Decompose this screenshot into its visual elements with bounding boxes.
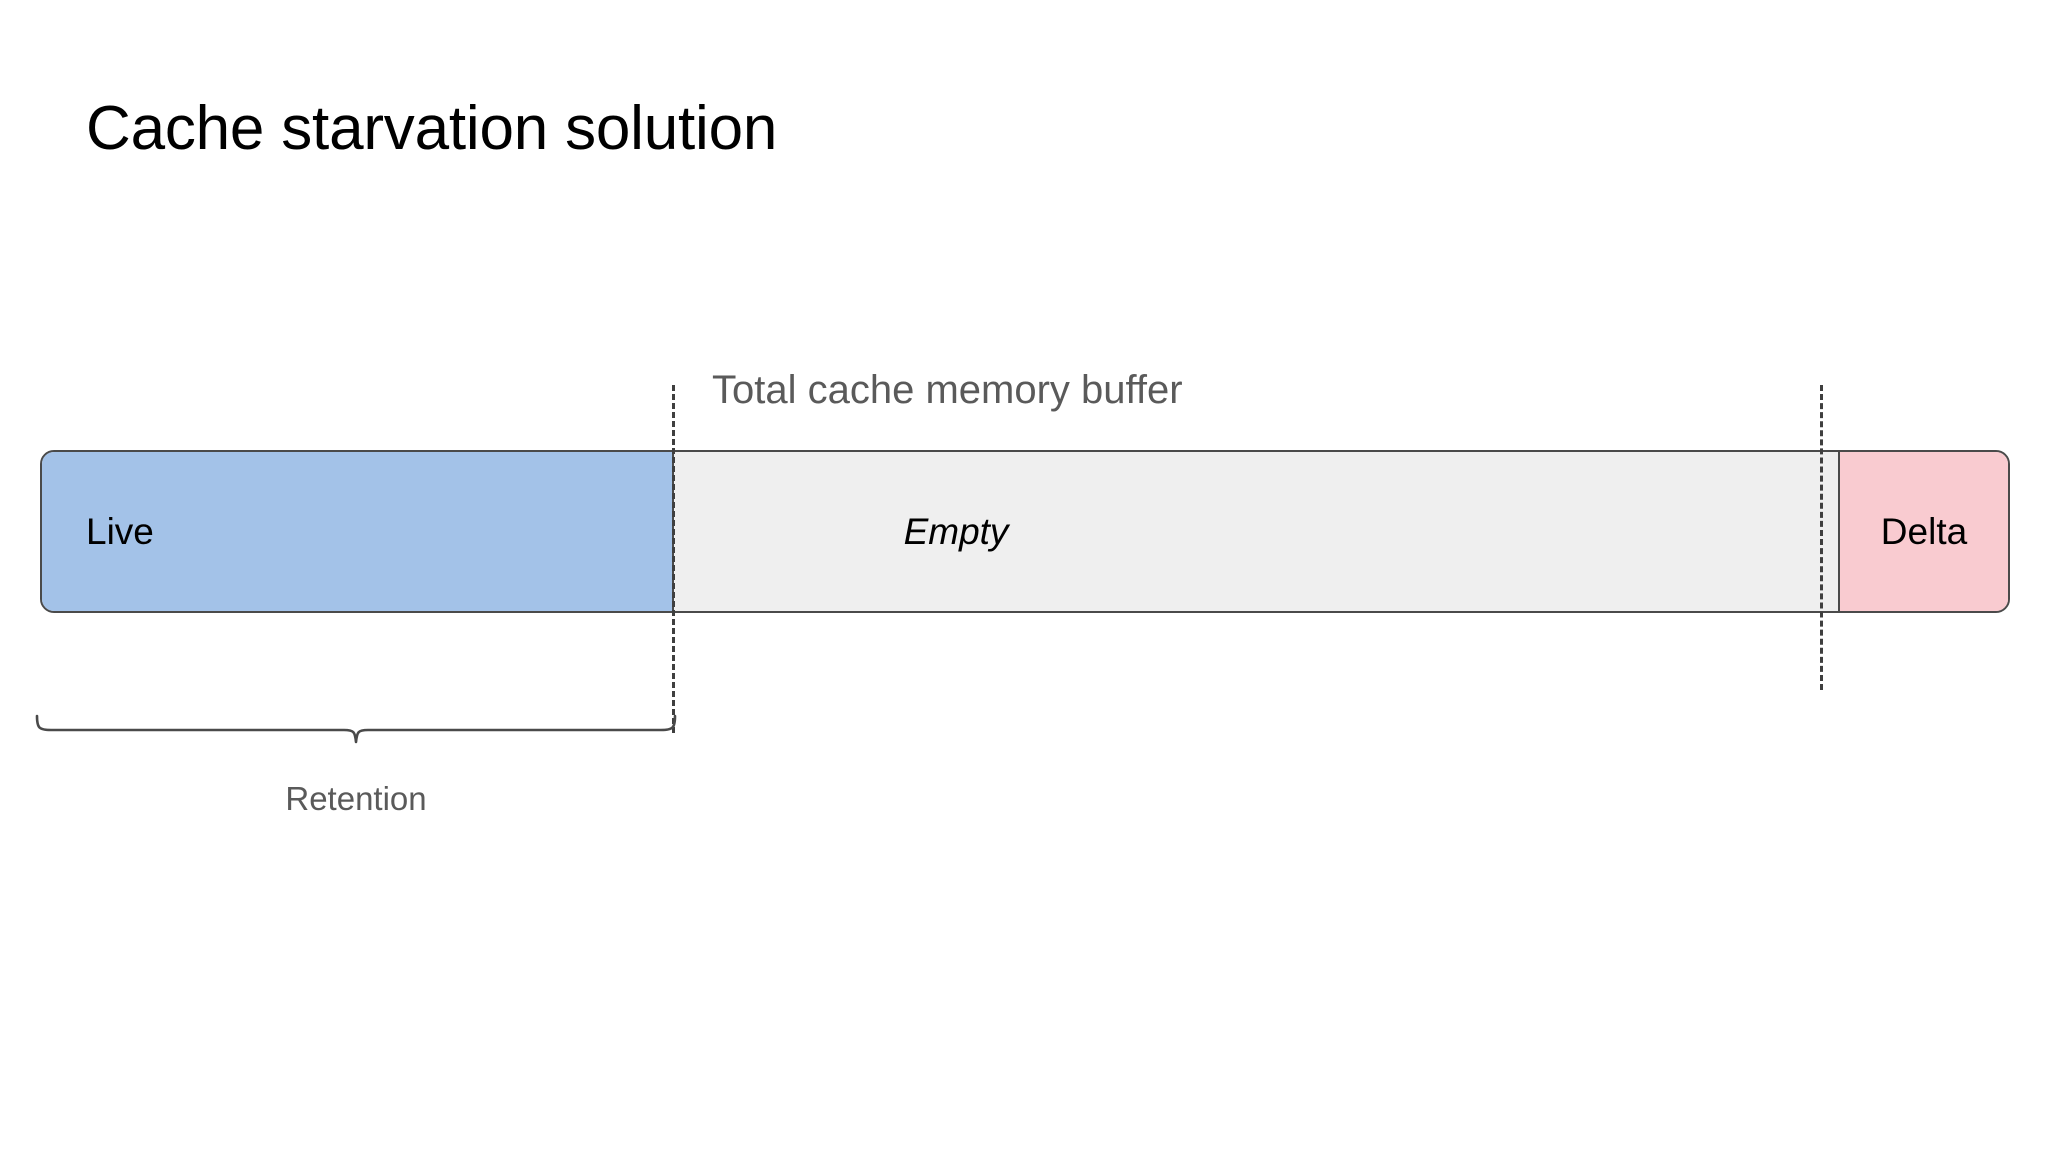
brace-shape-icon <box>35 714 677 744</box>
retention-brace-icon <box>26 712 686 758</box>
segment-delta: Delta <box>1840 452 2008 611</box>
buffer-caption-label: Total cache memory buffer <box>712 368 1183 412</box>
guide-line-left-dashed <box>672 385 675 733</box>
segment-empty-label: Empty <box>903 511 1009 552</box>
segment-empty: Empty <box>674 452 1840 611</box>
segment-live: Live <box>42 452 674 611</box>
guide-line-right-dashed <box>1820 385 1823 690</box>
segment-live-label: Live <box>86 511 154 552</box>
memory-buffer-bar: Live Empty Delta <box>40 450 2010 613</box>
segment-delta-label: Delta <box>1880 511 1968 552</box>
page-title: Cache starvation solution <box>86 94 778 163</box>
retention-label: Retention <box>285 780 427 817</box>
